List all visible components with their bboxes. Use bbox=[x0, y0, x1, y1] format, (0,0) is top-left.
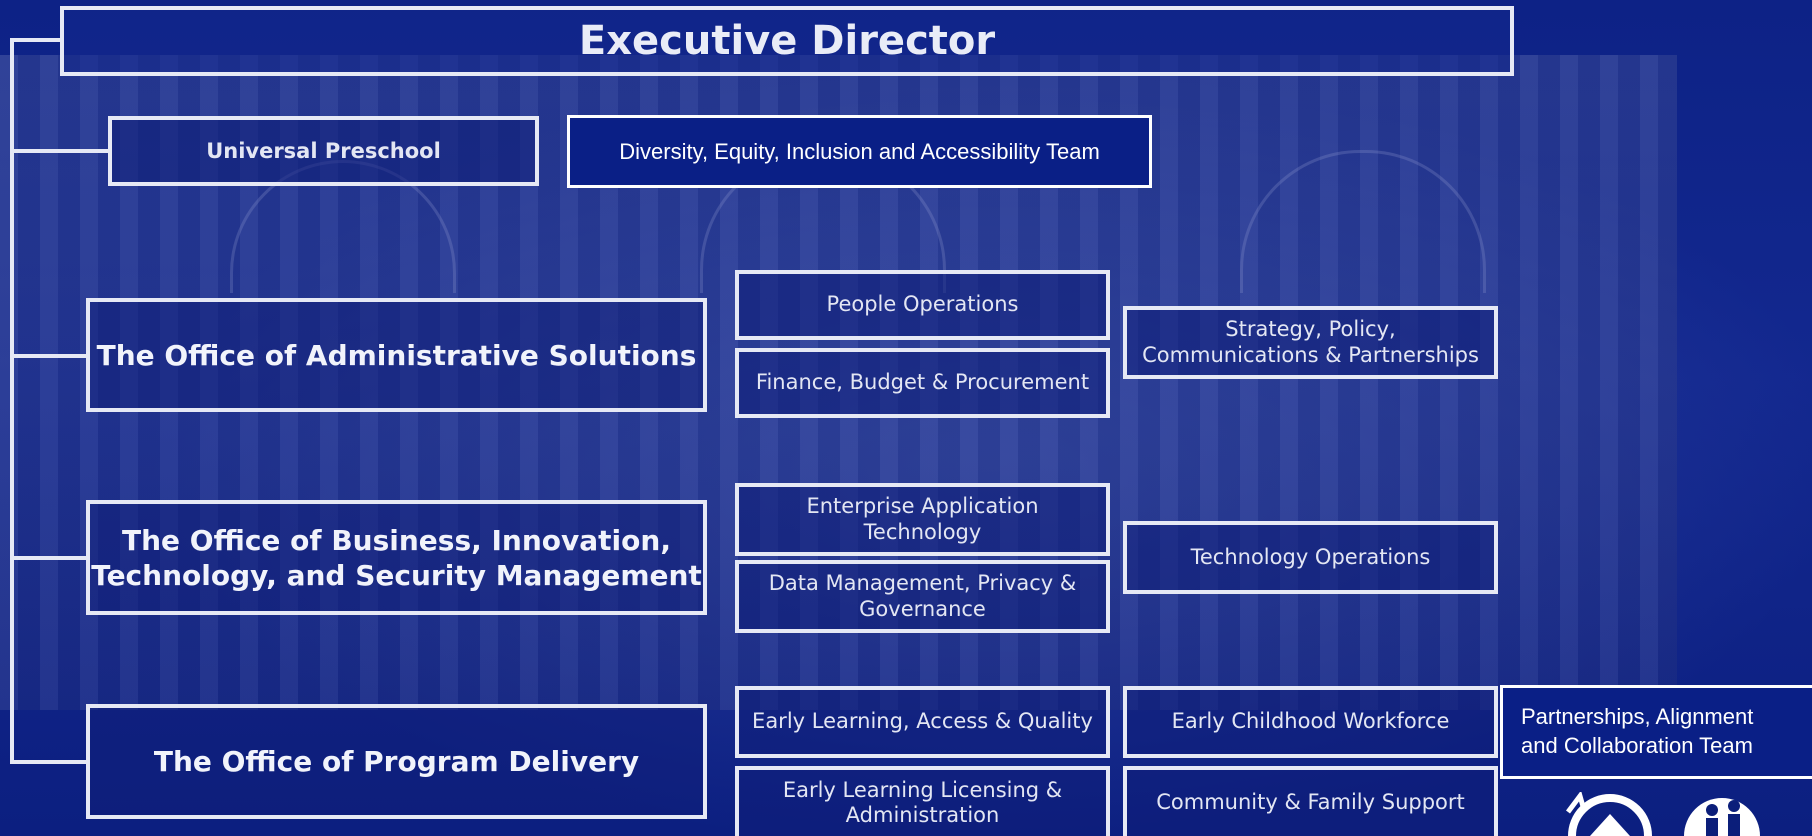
connector-line bbox=[10, 556, 88, 560]
partnerships-line2: and Collaboration Team bbox=[1521, 733, 1753, 758]
workforce-label: Early Childhood Workforce bbox=[1171, 709, 1450, 734]
licensing-line2: Administration bbox=[845, 803, 1000, 827]
data-management-label: Data Management, Privacy & Governance bbox=[769, 571, 1077, 621]
licensing-line1: Early Learning Licensing & bbox=[782, 777, 1063, 802]
strategy-box: Strategy, Policy, Communications & Partn… bbox=[1123, 306, 1498, 379]
technology-operations-label: Technology Operations bbox=[1190, 544, 1431, 569]
bits-office-line1: The Office of Business, Innovation, bbox=[122, 523, 671, 557]
licensing-box: Early Learning Licensing & Administratio… bbox=[735, 766, 1110, 836]
bits-office-line2: Technology, and Security Management bbox=[91, 558, 702, 592]
enterprise-app-line2: Technology bbox=[863, 519, 982, 544]
early-learning-access-box: Early Learning, Access & Quality bbox=[735, 686, 1110, 758]
enterprise-app-line1: Enterprise Application bbox=[806, 494, 1039, 519]
connector-line bbox=[10, 354, 88, 358]
licensing-label: Early Learning Licensing & Administratio… bbox=[783, 778, 1062, 828]
data-management-line1: Data Management, Privacy & bbox=[768, 571, 1077, 596]
finance-box: Finance, Budget & Procurement bbox=[735, 348, 1110, 418]
universal-preschool-box: Universal Preschool bbox=[108, 116, 539, 186]
universal-preschool-label: Universal Preschool bbox=[206, 139, 441, 163]
partnerships-team-label: Partnerships, Alignment and Collaboratio… bbox=[1521, 703, 1753, 760]
admin-office-box: The Office of Administrative Solutions bbox=[86, 298, 707, 412]
partnerships-line1: Partnerships, Alignment bbox=[1521, 704, 1754, 730]
program-office-label: The Office of Program Delivery bbox=[153, 745, 640, 778]
workforce-box: Early Childhood Workforce bbox=[1123, 686, 1498, 758]
deia-team-label: Diversity, Equity, Inclusion and Accessi… bbox=[619, 138, 1100, 164]
partnerships-team-box: Partnerships, Alignment and Collaboratio… bbox=[1500, 685, 1812, 779]
data-management-box: Data Management, Privacy & Governance bbox=[735, 560, 1110, 633]
finance-label: Finance, Budget & Procurement bbox=[755, 370, 1090, 395]
community-box: Community & Family Support bbox=[1123, 766, 1498, 836]
enterprise-app-label: Enterprise Application Technology bbox=[806, 494, 1038, 544]
bits-office-box: The Office of Business, Innovation, Tech… bbox=[86, 500, 707, 615]
connector-line bbox=[10, 38, 14, 764]
admin-office-label: The Office of Administrative Solutions bbox=[96, 338, 697, 372]
bits-office-label: The Office of Business, Innovation, Tech… bbox=[91, 523, 702, 593]
children-logo-icon bbox=[1684, 798, 1760, 836]
mountain-sun-logo-icon bbox=[1566, 792, 1652, 836]
deia-team-box: Diversity, Equity, Inclusion and Accessi… bbox=[567, 115, 1152, 188]
people-operations-label: People Operations bbox=[826, 292, 1019, 317]
data-management-line2: Governance bbox=[859, 596, 986, 621]
people-operations-box: People Operations bbox=[735, 270, 1110, 340]
program-office-box: The Office of Program Delivery bbox=[86, 704, 707, 819]
connector-line bbox=[10, 760, 88, 764]
executive-director-box: Executive Director bbox=[60, 6, 1514, 76]
community-label: Community & Family Support bbox=[1156, 790, 1465, 815]
strategy-label: Strategy, Policy, Communications & Partn… bbox=[1142, 317, 1479, 367]
enterprise-app-box: Enterprise Application Technology bbox=[735, 483, 1110, 556]
connector-line bbox=[10, 149, 110, 153]
connector-line bbox=[10, 38, 62, 42]
executive-director-label: Executive Director bbox=[578, 18, 996, 64]
technology-operations-box: Technology Operations bbox=[1123, 521, 1498, 594]
early-learning-access-label: Early Learning, Access & Quality bbox=[752, 709, 1093, 734]
